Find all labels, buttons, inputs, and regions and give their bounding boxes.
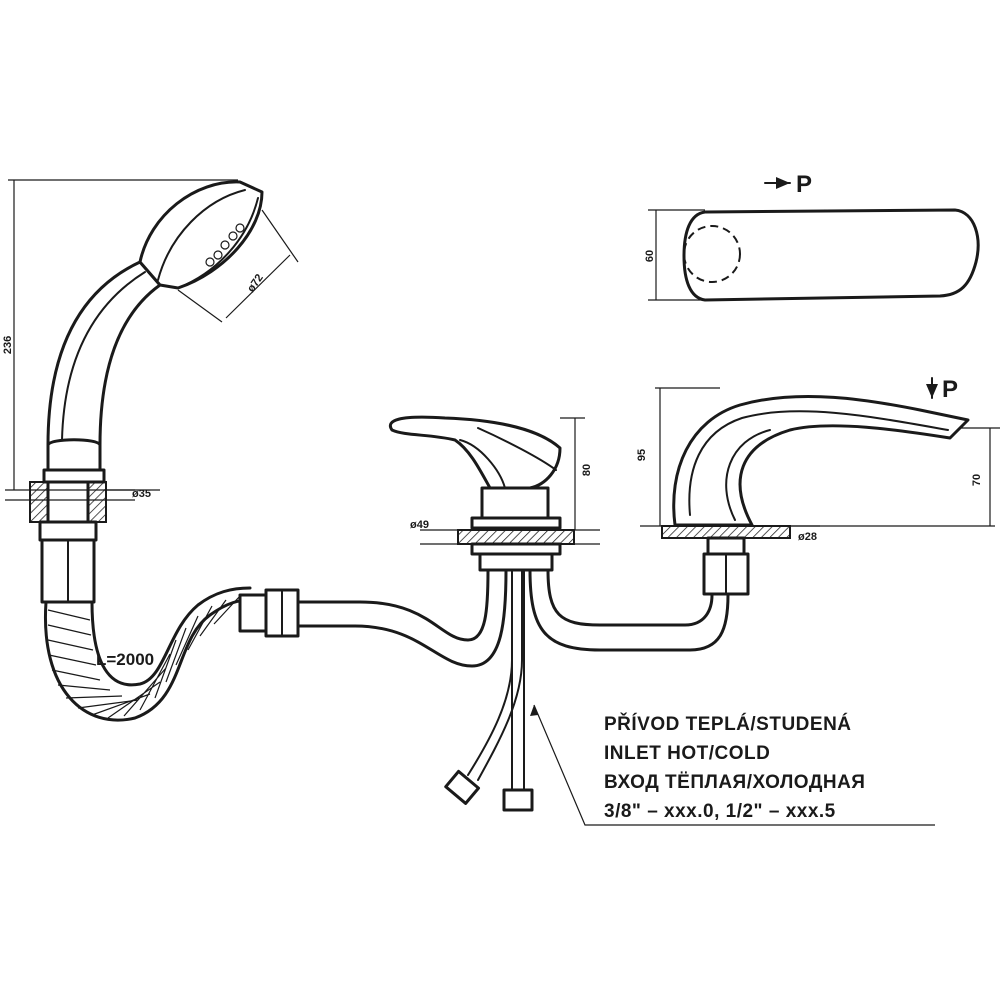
dim-shower-height: 236 (2, 179, 238, 490)
dim-spout: 95 70 ø28 P (636, 376, 1000, 543)
spout (640, 394, 970, 596)
supply-pipe (296, 568, 730, 668)
dim-shower-base: ø35 (104, 488, 160, 500)
mixer (388, 415, 600, 812)
dim-72-label: ø72 (245, 272, 266, 294)
hose-length-label: L=2000 (96, 650, 154, 669)
note-line-2: INLET HOT/COLD (604, 743, 770, 764)
note-line-1: PŘÍVOD TEPLÁ/STUDENÁ (604, 713, 852, 735)
note-line-3: ВХОД ТЁПЛАЯ/ХОЛОДНАЯ (604, 772, 865, 793)
dim-35-label: ø35 (132, 488, 151, 500)
handle-top-view: 60 P (644, 171, 980, 302)
inlet-note: PŘÍVOD TEPLÁ/STUDENÁ INLET HOT/COLD ВХОД… (530, 704, 935, 826)
note-line-4: 3/8" – xxx.0, 1/2" – xxx.5 (604, 801, 836, 822)
shower-nozzles (205, 223, 245, 267)
flexible-hose: L=2000 (43, 586, 300, 722)
dim-80-label: 80 (581, 464, 593, 476)
view-p-top-label: P (796, 171, 812, 198)
dim-mixer: 80 ø49 (410, 417, 593, 531)
hose-spiral (47, 595, 241, 719)
hand-shower (5, 180, 264, 604)
dim-49-label: ø49 (410, 519, 429, 531)
view-p-side-label: P (942, 376, 958, 403)
dim-60-label: 60 (644, 250, 656, 262)
dim-28-label: ø28 (798, 531, 817, 543)
dim-95-label: 95 (636, 449, 648, 461)
dim-70-label: 70 (971, 474, 983, 486)
dim-236-label: 236 (2, 336, 14, 354)
